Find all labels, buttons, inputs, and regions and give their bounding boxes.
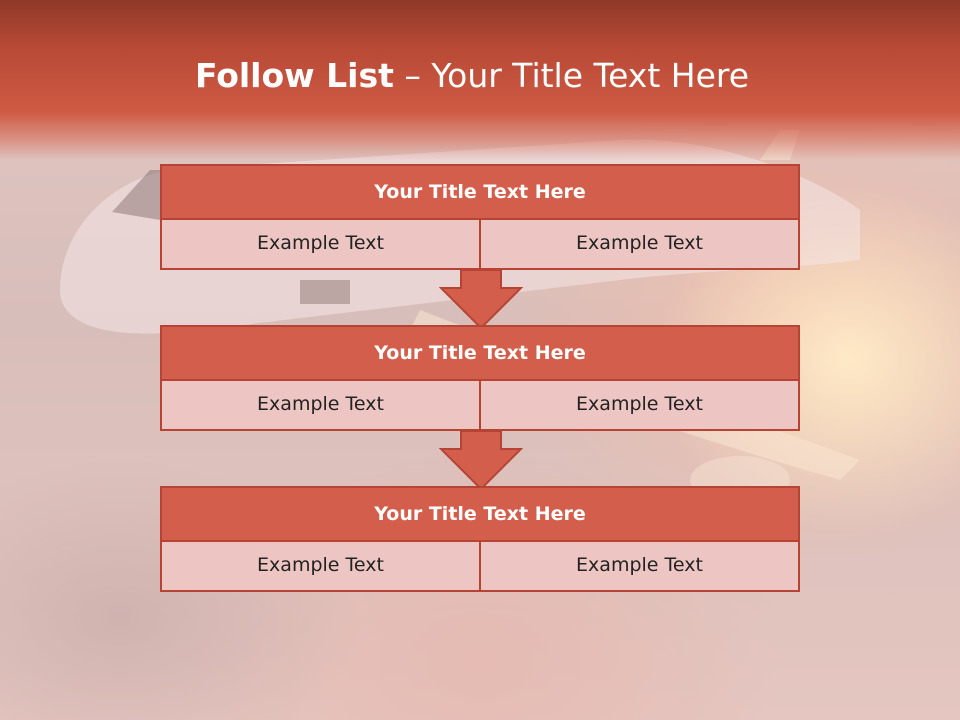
slide-title-bold: Follow List — [194, 56, 394, 95]
list-block-1: Your Title Text Here Example Text Exampl… — [160, 164, 800, 270]
title-bar — [0, 0, 960, 160]
list-block-2: Your Title Text Here Example Text Exampl… — [160, 325, 800, 431]
down-arrow-icon — [439, 430, 523, 491]
list-block-3: Your Title Text Here Example Text Exampl… — [160, 486, 800, 592]
block-cell-left: Example Text — [160, 220, 481, 270]
block-row: Example Text Example Text — [160, 542, 800, 592]
block-cell-right: Example Text — [481, 542, 800, 592]
block-row: Example Text Example Text — [160, 381, 800, 431]
block-cell-left: Example Text — [160, 381, 481, 431]
down-arrow-icon — [439, 269, 523, 330]
block-title: Your Title Text Here — [160, 325, 800, 381]
slide-title: Follow List – Your Title Text Here — [0, 56, 944, 95]
block-row: Example Text Example Text — [160, 220, 800, 270]
block-cell-left: Example Text — [160, 542, 481, 592]
block-cell-right: Example Text — [481, 220, 800, 270]
slide-title-rest: – Your Title Text Here — [393, 56, 750, 95]
block-title: Your Title Text Here — [160, 164, 800, 220]
block-title: Your Title Text Here — [160, 486, 800, 542]
block-cell-right: Example Text — [481, 381, 800, 431]
